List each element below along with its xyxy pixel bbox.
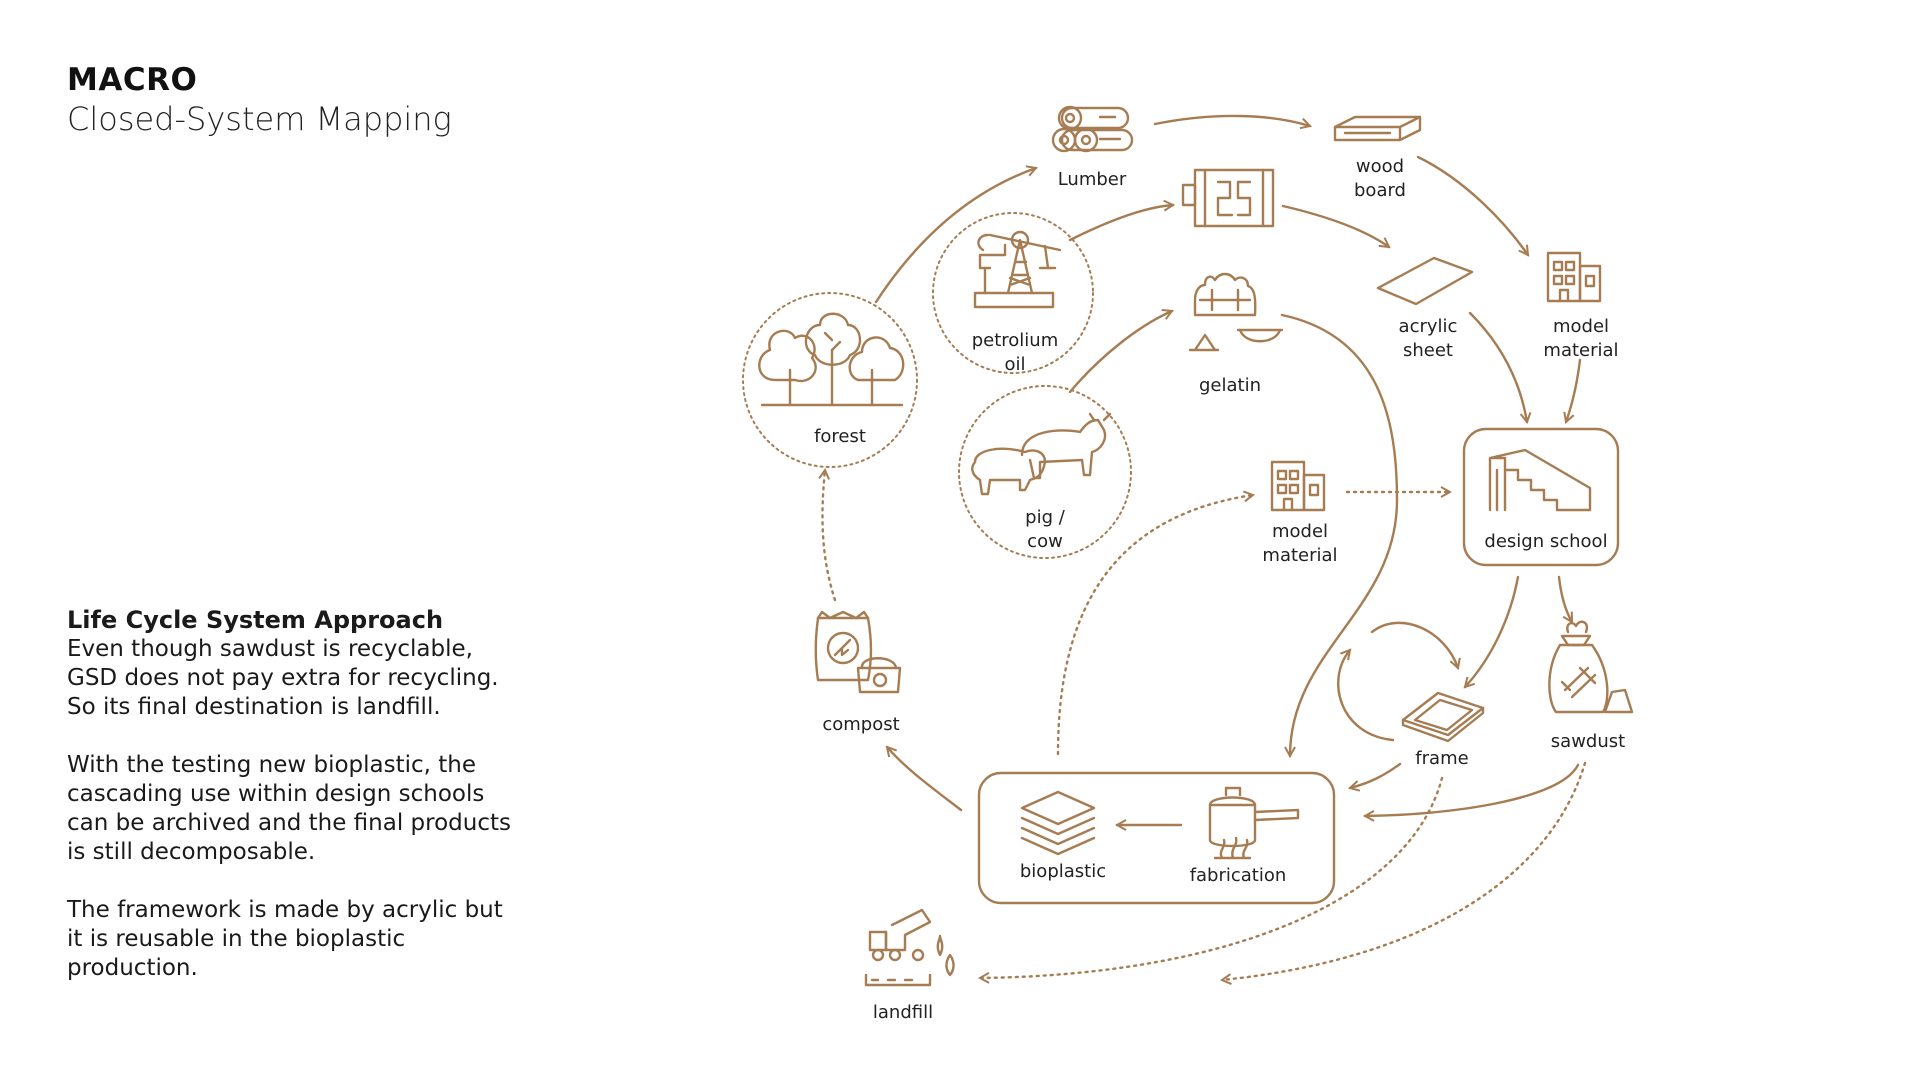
description-paragraph-1: Even though sawdust is recyclable, GSD d…: [67, 636, 499, 720]
compost-bag-icon: [814, 610, 902, 694]
label-model-mid-1: model: [1272, 521, 1328, 542]
label-bioplastic: bioplastic: [1020, 861, 1106, 882]
label-sawdust: sawdust: [1551, 731, 1625, 752]
dotted-flow-arrows: [822, 470, 1587, 980]
wood-plank-icon: [1333, 115, 1422, 142]
stairs-icon: [1488, 448, 1592, 512]
arrow-frame-cycle-b: [1337, 650, 1395, 742]
dump-truck-icon: [864, 908, 955, 987]
label-fabrication: fabrication: [1190, 865, 1287, 886]
label-acrylic-2: sheet: [1403, 340, 1453, 361]
design-school-box: [1462, 427, 1620, 567]
frame-icon: [1401, 691, 1485, 743]
label-wood-board-1: wood: [1356, 156, 1404, 177]
arrow-compost-forest: [822, 470, 837, 602]
label-frame: frame: [1415, 748, 1468, 769]
arrow-woodboard-modelmaterial: [1416, 155, 1530, 255]
label-landfill: landfill: [873, 1002, 933, 1023]
label-model-mid-2: material: [1262, 545, 1337, 566]
layers-icon: [1020, 790, 1096, 856]
oil-circle: [932, 212, 1094, 374]
label-lumber: Lumber: [1058, 169, 1127, 190]
forest-circle: [742, 292, 918, 468]
description-paragraph-2: With the testing new bioplastic, the cas…: [67, 752, 511, 865]
label-design-school: design school: [1484, 531, 1607, 552]
tree-icon: [758, 312, 905, 407]
label-model-top-1: model: [1553, 316, 1609, 337]
sawdust-bag-icon: [1548, 620, 1634, 714]
label-acrylic-1: acrylic: [1399, 316, 1458, 337]
label-forest: forest: [814, 426, 866, 447]
label-model-top-2: material: [1543, 340, 1618, 361]
arrow-box-modelmaterial: [1056, 495, 1253, 756]
cooking-pot-icon: [1208, 786, 1300, 860]
arrow-frame-box: [1350, 762, 1402, 788]
building-icon-mid: [1270, 460, 1326, 512]
arrow-acrylic-designschool: [1468, 311, 1527, 422]
oil-pump-icon: [973, 230, 1062, 309]
arrow-modelmaterial-designschool: [1566, 358, 1582, 422]
label-oil-1: petrolium: [972, 330, 1059, 351]
arrow-sawdust-box: [1365, 763, 1580, 816]
label-pig-cow-1: pig /: [1025, 507, 1066, 528]
factory-icon: [1181, 168, 1275, 228]
arrow-oil-factory: [1068, 205, 1173, 242]
description-heading: Life Cycle System Approach: [67, 606, 444, 634]
livestock-icon: [971, 412, 1112, 496]
log-pile-icon: [1051, 105, 1134, 153]
arrow-forest-lumber: [874, 168, 1036, 304]
arrow-frame-landfill: [980, 776, 1444, 978]
node-labels: Lumber wood board petrolium oil forest g…: [814, 156, 1625, 1023]
description-block: Life Cycle System Approach Even though s…: [67, 605, 517, 1012]
label-wood-board-2: board: [1354, 180, 1406, 201]
arrow-sawdust-landfill: [1222, 761, 1587, 980]
sheet-icon: [1376, 256, 1474, 306]
label-gelatin: gelatin: [1199, 375, 1261, 396]
arrow-gelatin-bioplastic: [1280, 313, 1399, 756]
arrow-designschool-sawdust: [1557, 575, 1574, 622]
pig-cow-circle: [958, 385, 1132, 559]
flow-arrows: [874, 114, 1582, 825]
arrow-factory-acrylic: [1281, 204, 1389, 249]
label-pig-cow-2: cow: [1027, 531, 1063, 552]
description-paragraph-3: The framework is made by acrylic but it …: [67, 897, 503, 981]
gelatin-icon: [1188, 272, 1284, 352]
arrow-frame-cycle-a: [1370, 621, 1458, 668]
label-oil-2: oil: [1004, 354, 1025, 375]
heading-group: MACRO Closed-System Mapping: [67, 62, 452, 138]
page-title: MACRO: [67, 62, 198, 98]
arrow-box-compost: [887, 747, 963, 812]
building-icon: [1546, 251, 1602, 303]
arrow-lumber-woodboard: [1153, 114, 1310, 126]
production-box: [977, 771, 1336, 905]
page-subtitle: Closed-System Mapping: [67, 100, 452, 138]
arrow-designschool-frame: [1465, 575, 1520, 687]
arrow-pigcow-gelatin: [1068, 311, 1172, 394]
label-compost: compost: [822, 714, 899, 735]
